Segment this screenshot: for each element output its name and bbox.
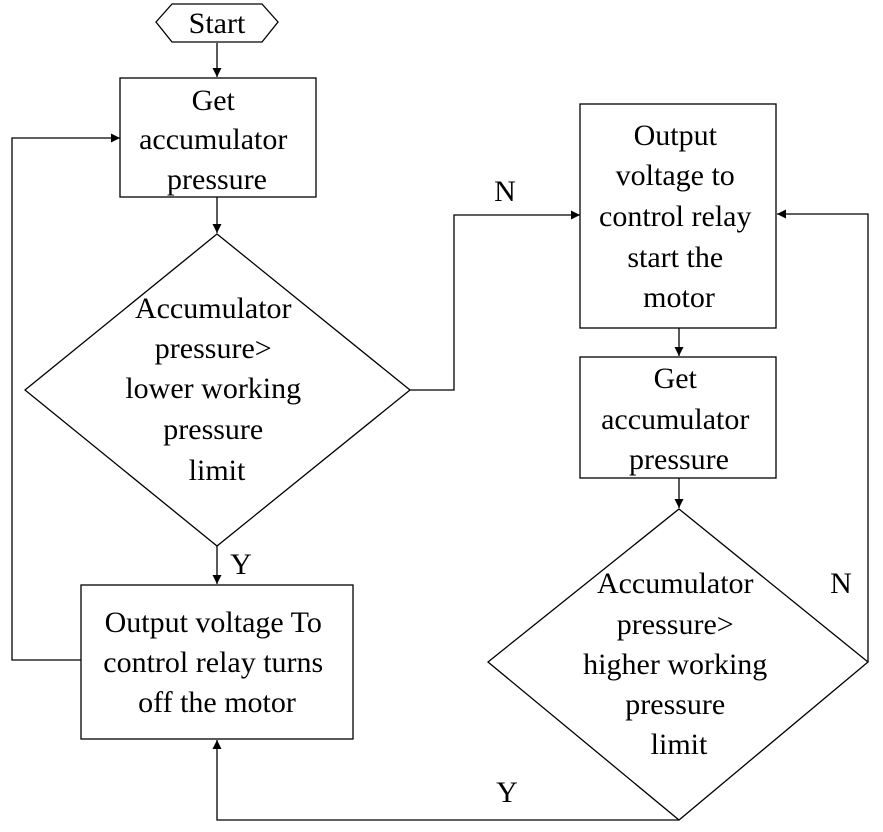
edge-decision-higher-yes — [212, 740, 679, 821]
output-start-text: Output voltage to control relay start th… — [599, 119, 759, 314]
get-pressure-rect-2 — [579, 356, 777, 479]
edge-output-off-loop-back — [11, 133, 120, 661]
decision-lower-diamond — [23, 233, 412, 547]
edge-decision-lower-no — [410, 210, 580, 391]
get-pressure-box-2: Get accumulator pressure — [579, 356, 777, 479]
start-hexagon — [155, 3, 279, 43]
get-pressure-text-1: Get accumulator pressure — [139, 84, 295, 196]
decision-higher-limit: Accumulator pressure> higher working pre… — [486, 508, 870, 821]
decision-higher-text: Accumulator pressure> higher working pre… — [583, 567, 775, 761]
edge-label-lower-yes: Y — [230, 548, 252, 581]
decision-lower-text: Accumulator pressure> lower working pres… — [125, 292, 308, 487]
edge-label-lower-no: N — [494, 175, 516, 208]
output-start-rect — [579, 103, 777, 329]
get-pressure-rect-1 — [119, 77, 317, 198]
output-off-box: Output voltage To control relay turns of… — [80, 584, 354, 740]
edge-label-higher-yes: Y — [496, 776, 518, 809]
decision-lower-limit: Accumulator pressure> lower working pres… — [23, 233, 412, 547]
get-pressure-box-1: Get accumulator pressure — [119, 77, 317, 198]
output-off-rect — [80, 584, 354, 740]
get-pressure-text-2: Get accumulator pressure — [601, 362, 757, 476]
edge-label-higher-no: N — [830, 567, 852, 600]
decision-higher-diamond — [486, 508, 870, 821]
output-start-box: Output voltage to control relay start th… — [579, 103, 777, 329]
output-off-text: Output voltage To control relay turns of… — [103, 606, 330, 719]
edge-labels: N Y N Y — [230, 175, 852, 809]
edge-decision-higher-no — [777, 209, 869, 662]
start-label: Start — [189, 7, 246, 40]
edges — [11, 43, 869, 821]
start-node: Start — [155, 3, 279, 43]
